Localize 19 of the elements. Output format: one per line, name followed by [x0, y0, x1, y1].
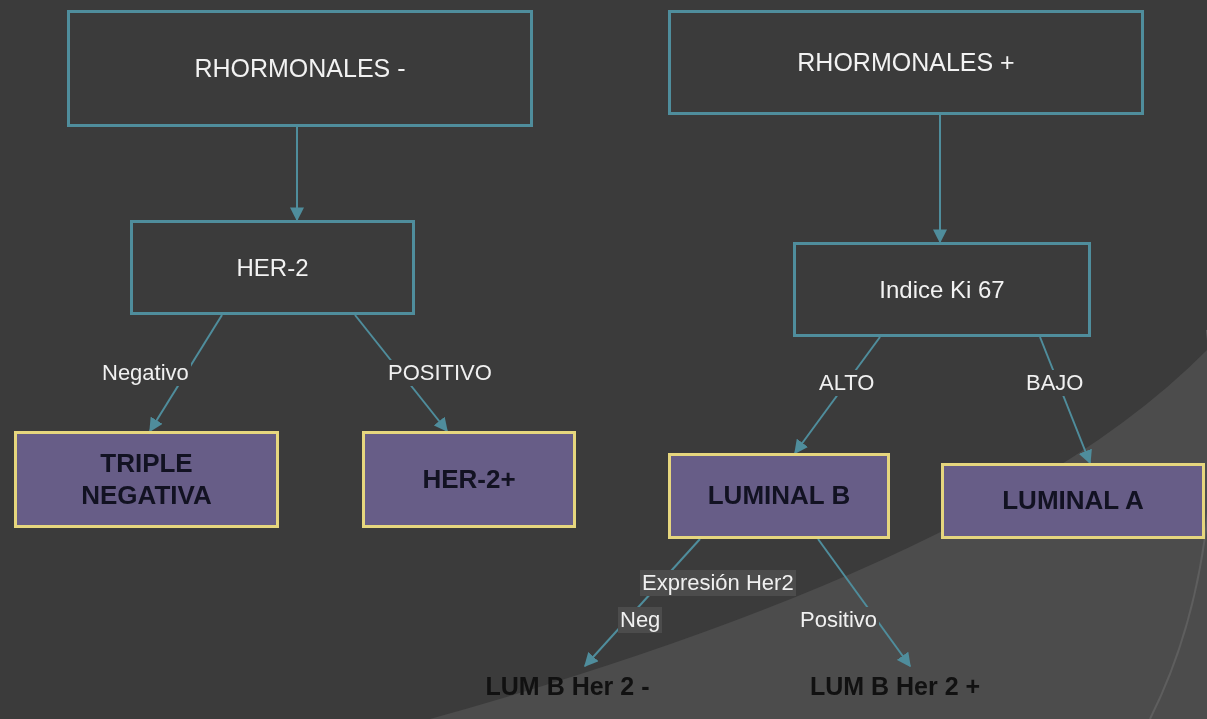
category-box: RHORMONALES -	[67, 10, 533, 127]
result-text: LUM B Her 2 +	[800, 668, 990, 704]
result-box: LUMINAL A	[941, 463, 1205, 539]
arrow	[933, 114, 947, 244]
category-box: RHORMONALES +	[668, 10, 1144, 115]
test-box: HER-2	[130, 220, 415, 315]
result-box: LUMINAL B	[668, 453, 890, 539]
edge-label: Neg	[618, 607, 663, 633]
arrow	[290, 126, 304, 222]
annotation-text: Expresión Her2	[640, 570, 796, 596]
result-box: HER-2+	[362, 431, 576, 528]
edge-label: BAJO	[1024, 370, 1086, 396]
arrow	[817, 538, 911, 668]
result-text: LUM B Her 2 -	[480, 668, 655, 704]
test-box: Indice Ki 67	[793, 242, 1091, 337]
edge-label: Negativo	[100, 360, 191, 386]
edge-label: POSITIVO	[386, 360, 494, 386]
edge-label: ALTO	[817, 370, 877, 396]
result-box: TRIPLE NEGATIVA	[14, 431, 279, 528]
